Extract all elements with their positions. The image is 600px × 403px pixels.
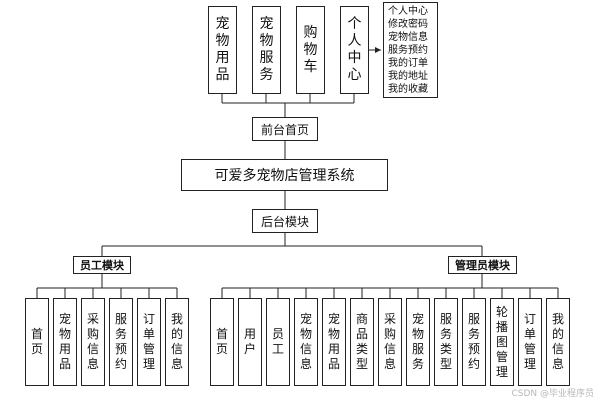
employee-item-home: 首页 <box>25 298 49 386</box>
personal-center-list: 个人中心 修改密码 宠物信息 服务预约 我的订单 我的地址 我的收藏 <box>383 2 438 98</box>
admin-item-my-info: 我的信息 <box>546 298 570 386</box>
top-item-personal-center: 个人中心 <box>340 6 369 94</box>
admin-module-node: 管理员模块 <box>448 256 517 274</box>
admin-item-carousel-management: 轮播图管理 <box>490 298 514 386</box>
watermark-text: CSDN @毕业程序员 <box>511 389 594 399</box>
admin-item-pet-info: 宠物信息 <box>294 298 318 386</box>
list-item: 服务预约 <box>388 45 428 56</box>
admin-item-users: 用户 <box>238 298 262 386</box>
admin-item-product-types: 商品类型 <box>350 298 374 386</box>
backend-module-node: 后台模块 <box>252 209 318 233</box>
employee-item-order-management: 订单管理 <box>137 298 161 386</box>
list-item: 修改密码 <box>388 19 428 30</box>
list-item: 我的地址 <box>388 71 428 82</box>
employee-item-my-info: 我的信息 <box>165 298 189 386</box>
admin-item-purchase-info: 采购信息 <box>378 298 402 386</box>
list-item: 个人中心 <box>388 6 428 17</box>
admin-item-pet-supplies: 宠物用品 <box>322 298 346 386</box>
employee-item-pet-supplies: 宠物用品 <box>53 298 77 386</box>
top-item-pet-supplies: 宠物用品 <box>208 6 237 94</box>
top-item-shopping-cart: 购物车 <box>296 6 325 94</box>
list-item: 宠物信息 <box>388 32 428 43</box>
top-item-pet-services: 宠物服务 <box>252 6 281 94</box>
front-page-node: 前台首页 <box>252 117 318 141</box>
list-item: 我的订单 <box>388 58 428 69</box>
employee-module-node: 员工模块 <box>73 256 131 274</box>
admin-item-employees: 员工 <box>266 298 290 386</box>
system-title-node: 可爱多宠物店管理系统 <box>181 159 388 191</box>
admin-item-service-types: 服务类型 <box>434 298 458 386</box>
employee-item-purchase-info: 采购信息 <box>81 298 105 386</box>
admin-item-pet-services: 宠物服务 <box>406 298 430 386</box>
admin-item-home: 首页 <box>210 298 234 386</box>
personal-center-list-items: 个人中心 修改密码 宠物信息 服务预约 我的订单 我的地址 我的收藏 <box>388 5 428 96</box>
admin-item-order-management: 订单管理 <box>518 298 542 386</box>
list-item: 我的收藏 <box>388 84 428 95</box>
employee-item-service-booking: 服务预约 <box>109 298 133 386</box>
admin-item-service-booking: 服务预约 <box>462 298 486 386</box>
